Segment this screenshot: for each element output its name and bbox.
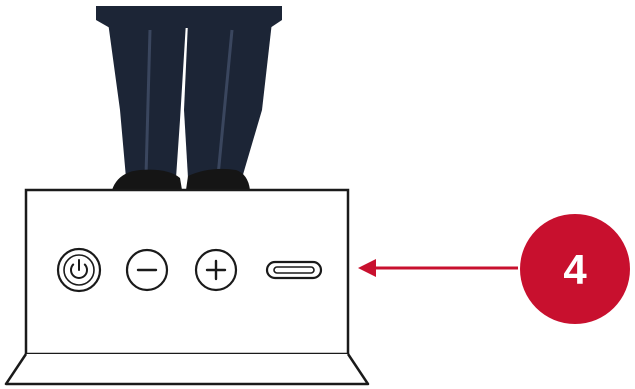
usb-c-port-icon	[267, 262, 321, 278]
minus-icon[interactable]	[127, 250, 167, 290]
callout-number: 4	[563, 246, 587, 293]
device	[6, 190, 368, 384]
power-icon[interactable]	[58, 249, 100, 291]
right-trouser-leg	[184, 22, 272, 178]
callout-badge: 4	[520, 214, 630, 324]
callout-arrow	[358, 259, 518, 277]
device-base	[6, 354, 368, 384]
plus-icon[interactable]	[196, 250, 236, 290]
figurine-legs	[96, 6, 282, 190]
